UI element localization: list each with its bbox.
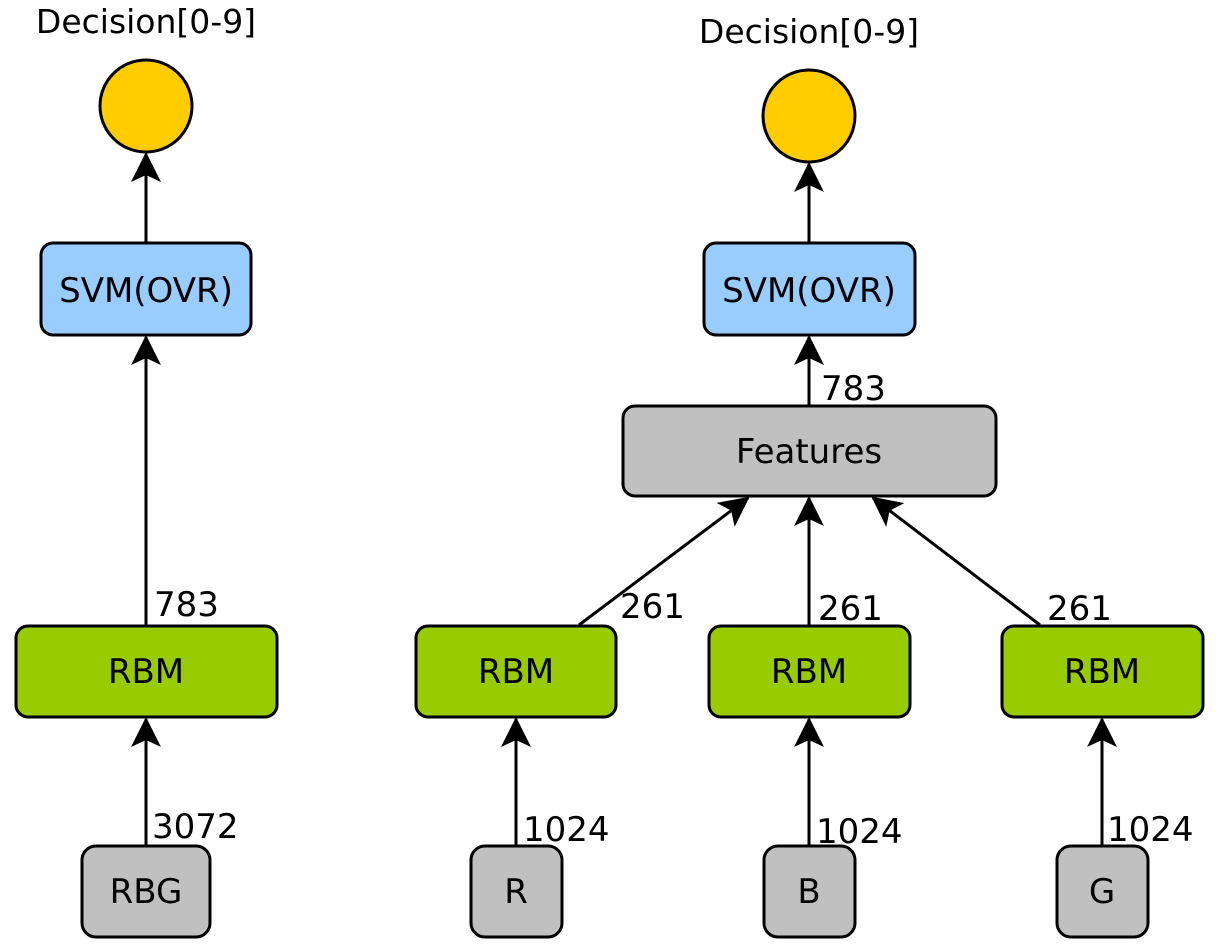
right-decision-title: Decision[0-9]	[699, 12, 919, 51]
input-r-label: R	[504, 872, 528, 912]
left-rbm-label: RBM	[108, 652, 184, 692]
input-g-node	[1055, 844, 1150, 939]
left-edge-rbm-svm-label: 783	[154, 585, 219, 625]
edge-rbm-g-features	[871, 496, 1041, 627]
right-decision-node	[761, 68, 857, 164]
edge-rbm-b-label: 261	[818, 589, 883, 629]
edge-input-r-label: 1024	[523, 810, 610, 850]
left-decision-node	[98, 58, 194, 154]
left-svm-label: SVM(OVR)	[59, 271, 233, 311]
left-edge-input-rbm-label: 3072	[152, 807, 239, 847]
left-diagram: Decision[0-9] SVM(OVR) 783 RBM 3072 RBG	[14, 2, 279, 939]
rbm-g-label: RBM	[1064, 652, 1140, 692]
left-decision-title: Decision[0-9]	[36, 2, 256, 41]
input-g-label: G	[1089, 872, 1115, 912]
left-input-node	[80, 844, 212, 939]
rbm-r-label: RBM	[478, 652, 554, 692]
input-b-node	[762, 844, 857, 939]
edge-rbm-r-label: 261	[620, 587, 685, 627]
right-diagram: Decision[0-9] SVM(OVR) 783 Features 261 …	[414, 12, 1205, 939]
left-input-label: RBG	[110, 872, 183, 912]
input-r-node	[469, 844, 564, 939]
features-label: Features	[736, 432, 882, 472]
right-edge-features-svm-label: 783	[821, 369, 886, 409]
rbm-b-label: RBM	[771, 652, 847, 692]
right-svm-label: SVM(OVR)	[722, 271, 896, 311]
edge-rbm-g-label: 261	[1047, 589, 1112, 629]
input-b-label: B	[797, 872, 820, 912]
edge-input-g-label: 1024	[1107, 810, 1194, 850]
edge-rbm-r-features	[578, 496, 750, 627]
